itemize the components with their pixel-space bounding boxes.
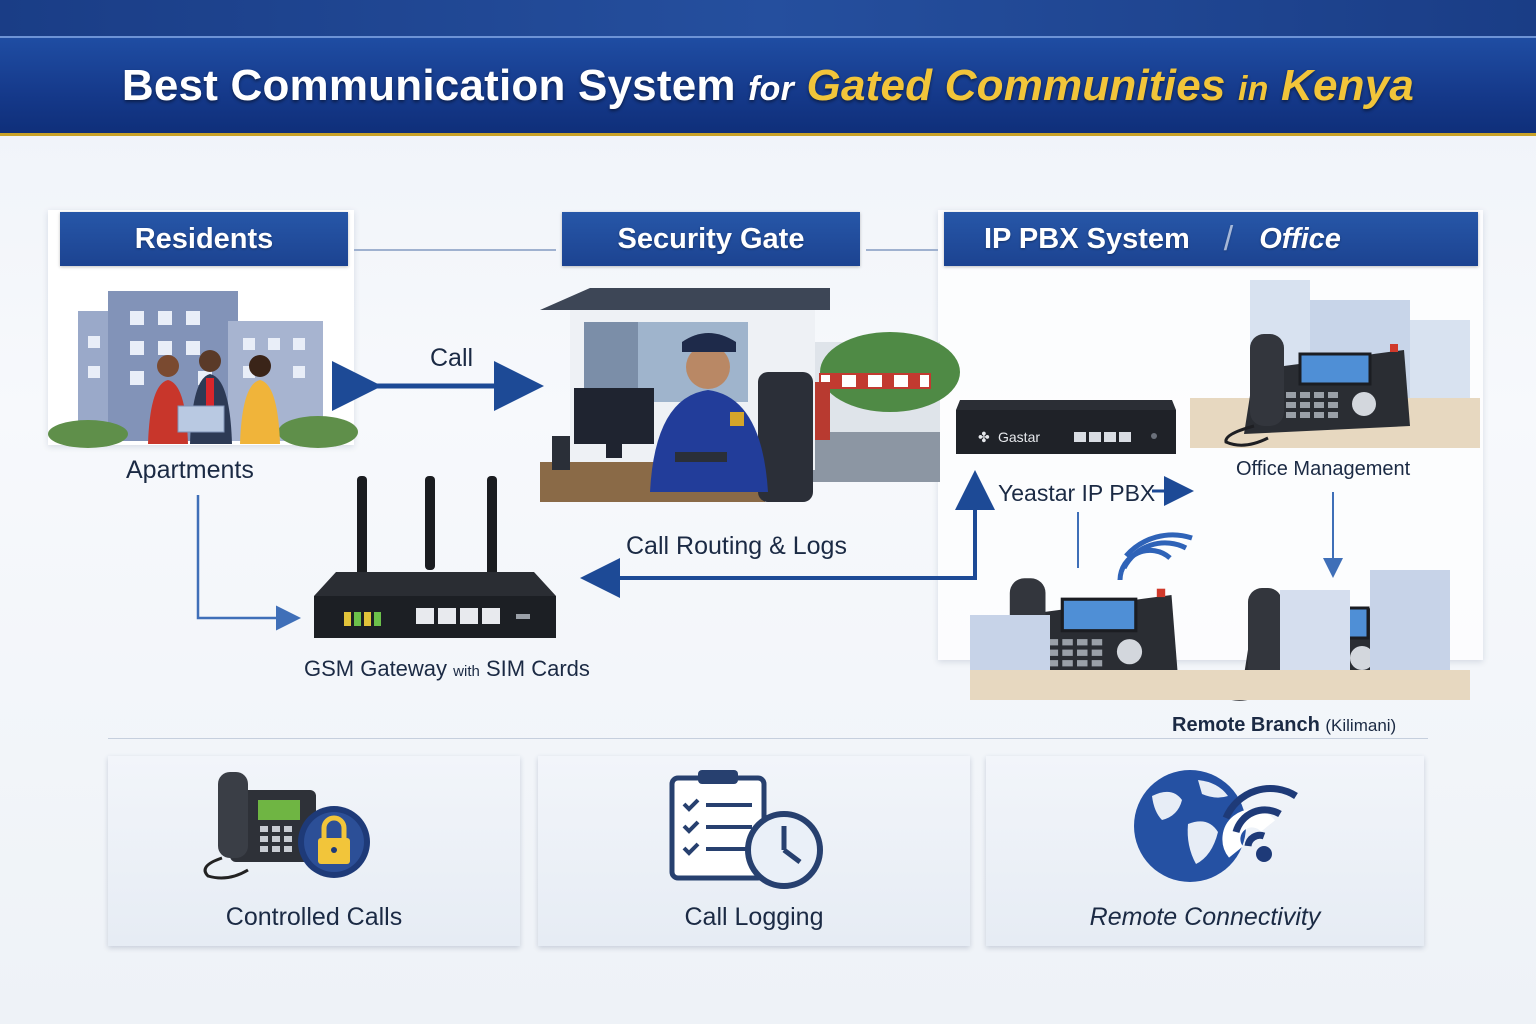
- remote-branch-text: Remote Branch: [1172, 714, 1320, 736]
- call-label: Call: [430, 344, 474, 372]
- section-divider: [108, 738, 1428, 739]
- apartments-illustration: [48, 291, 358, 448]
- office-management-label: Office Management: [1236, 458, 1411, 480]
- gateway-caption-1: GSM Gateway: [304, 656, 448, 681]
- title-part5: Kenya: [1281, 60, 1415, 110]
- remote-connectivity-label: Remote Connectivity: [1089, 903, 1321, 931]
- gateway-caption-3: SIM Cards: [485, 656, 590, 681]
- clipboard-clock-icon: [669, 770, 823, 889]
- remote-branch-label: Remote Branch (Kilimani): [1172, 714, 1396, 737]
- office-header-label: Office: [1259, 222, 1341, 255]
- controlled-calls-label: Controlled Calls: [225, 903, 403, 931]
- title-part4: in: [1237, 69, 1269, 108]
- office-phone: [1224, 334, 1410, 447]
- phone-lock-icon: [203, 772, 370, 880]
- apartments-to-gateway-arrow: [196, 495, 301, 631]
- apartments-label: Apartments: [126, 456, 254, 484]
- pbx-header: IP PBX System / Office: [944, 212, 1478, 266]
- pbx-device: ✤ Gastar: [956, 400, 1176, 454]
- feature-card-controlled-calls: Controlled Calls: [108, 756, 520, 946]
- security-header: Security Gate: [562, 212, 860, 266]
- security-gate-illustration: [540, 288, 960, 502]
- page-title: Best Communication System for Gated Comm…: [122, 61, 1414, 111]
- title-part1: Best Communication System: [121, 60, 736, 110]
- remote-backdrop: [970, 570, 1470, 700]
- title-part3: Gated Communities: [806, 60, 1226, 110]
- residents-header: Residents: [60, 212, 348, 266]
- gateway-caption: GSM Gateway with SIM Cards: [304, 656, 590, 682]
- title-banner: Best Communication System for Gated Comm…: [0, 36, 1536, 136]
- pbx-header-divider: /: [1223, 219, 1234, 258]
- feature-card-call-logging: Call Logging: [538, 756, 970, 946]
- globe-wifi-icon: [1134, 770, 1298, 882]
- pbx-header-label: IP PBX System: [984, 222, 1190, 255]
- remote-branch-sub: (Kilimani): [1325, 716, 1397, 735]
- yeastar-label: Yeastar IP PBX: [998, 480, 1156, 506]
- title-part2: for: [748, 69, 795, 108]
- feature-card-remote-connectivity: Remote Connectivity: [986, 756, 1424, 946]
- security-header-label: Security Gate: [617, 222, 805, 255]
- routing-label: Call Routing & Logs: [626, 532, 847, 560]
- residents-header-label: Residents: [134, 222, 274, 255]
- pbx-brand: Gastar: [998, 429, 1040, 445]
- routing-arrow: [580, 484, 977, 598]
- gateway-caption-2: with: [453, 663, 480, 680]
- call-logging-label: Call Logging: [684, 903, 824, 931]
- wifi-signal-icon: [1117, 532, 1193, 581]
- top-strip: [0, 0, 1536, 36]
- svg-text:✤: ✤: [978, 429, 990, 445]
- gsm-gateway-device: [314, 476, 556, 638]
